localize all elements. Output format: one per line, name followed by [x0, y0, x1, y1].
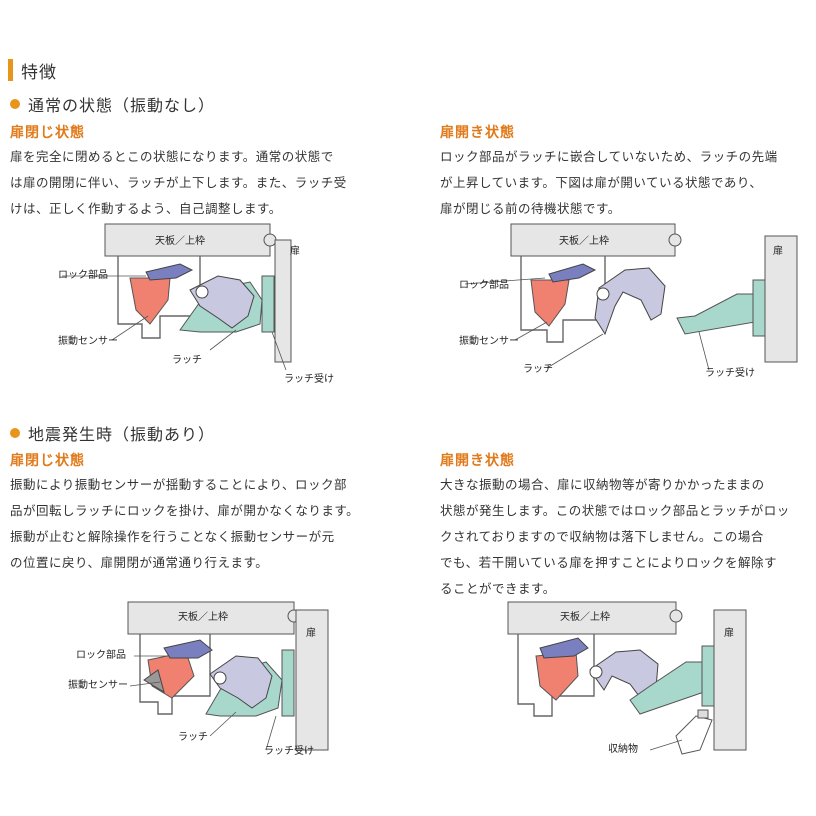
label-sensor: 振動センサー [459, 334, 519, 347]
bullet-icon [10, 99, 20, 109]
label-catch: ラッチ受け [284, 373, 334, 385]
label-catch: ラッチ受け [705, 367, 755, 379]
label-sensor: 振動センサー [58, 334, 118, 347]
label-latch: ラッチ [178, 731, 208, 743]
diagram-quake-open: 天板／上枠 扉 収納物 [507, 601, 747, 755]
desc-normal-open: ロック部品がラッチに嵌合していないため、ラッチの先端 が上昇しています。下図は扉… [440, 149, 778, 216]
label-door: 扉 [724, 626, 734, 639]
label-door: 扉 [290, 244, 300, 257]
diagram-normal-open: 天板／上枠 扉 ロック部品 振動センサー ラッチ ラッチ受け [459, 223, 798, 379]
label-latch: ラッチ [523, 363, 553, 375]
feature-heading: 特徴 [8, 58, 57, 83]
label-lock: ロック部品 [58, 268, 108, 281]
label-latch: ラッチ [172, 354, 202, 366]
desc-normal-closed: 扉を完全に閉めるとこの状態になります。通常の状態で は扉の開閉に伴い、ラッチが上… [10, 149, 347, 216]
label-top: 天板／上枠 [560, 610, 610, 623]
diagram-normal-closed: 天板／上枠 扉 ロック部品 振動センサー ラッチ ラッチ受け [58, 223, 334, 385]
label-object: 収納物 [608, 742, 638, 755]
desc-quake-closed: 振動により振動センサーが揺動することにより、ロック部 品が回転しラッチにロックを… [10, 477, 360, 570]
section-title-normal: 通常の状態（振動なし） [10, 92, 215, 116]
label-door: 扉 [306, 626, 316, 639]
subtitle-quake-closed: 扉閉じ状態 [10, 453, 85, 469]
label-top: 天板／上枠 [559, 234, 609, 247]
desc-quake-open: 大きな振動の場合、扉に収納物等が寄りかかったままの 状態が発生します。この状態で… [440, 477, 790, 596]
subtitle-normal-closed: 扉閉じ状態 [10, 125, 85, 141]
label-lock: ロック部品 [76, 648, 126, 661]
bullet-icon [10, 428, 20, 438]
subtitle-quake-open: 扉開き状態 [440, 453, 515, 469]
label-lock: ロック部品 [459, 278, 509, 291]
label-top: 天板／上枠 [155, 234, 205, 247]
section-title-earthquake: 地震発生時（振動あり） [10, 421, 215, 445]
label-catch: ラッチ受け [264, 745, 314, 757]
label-top: 天板／上枠 [178, 610, 228, 623]
heading-accent-bar [8, 59, 13, 81]
heading-text: 特徴 [21, 62, 57, 83]
label-sensor: 振動センサー [68, 678, 128, 691]
subtitle-normal-open: 扉開き状態 [440, 125, 515, 141]
label-door: 扉 [773, 244, 783, 257]
diagram-quake-closed: 天板／上枠 扉 ロック部品 振動センサー ラッチ ラッチ受け [68, 601, 329, 757]
